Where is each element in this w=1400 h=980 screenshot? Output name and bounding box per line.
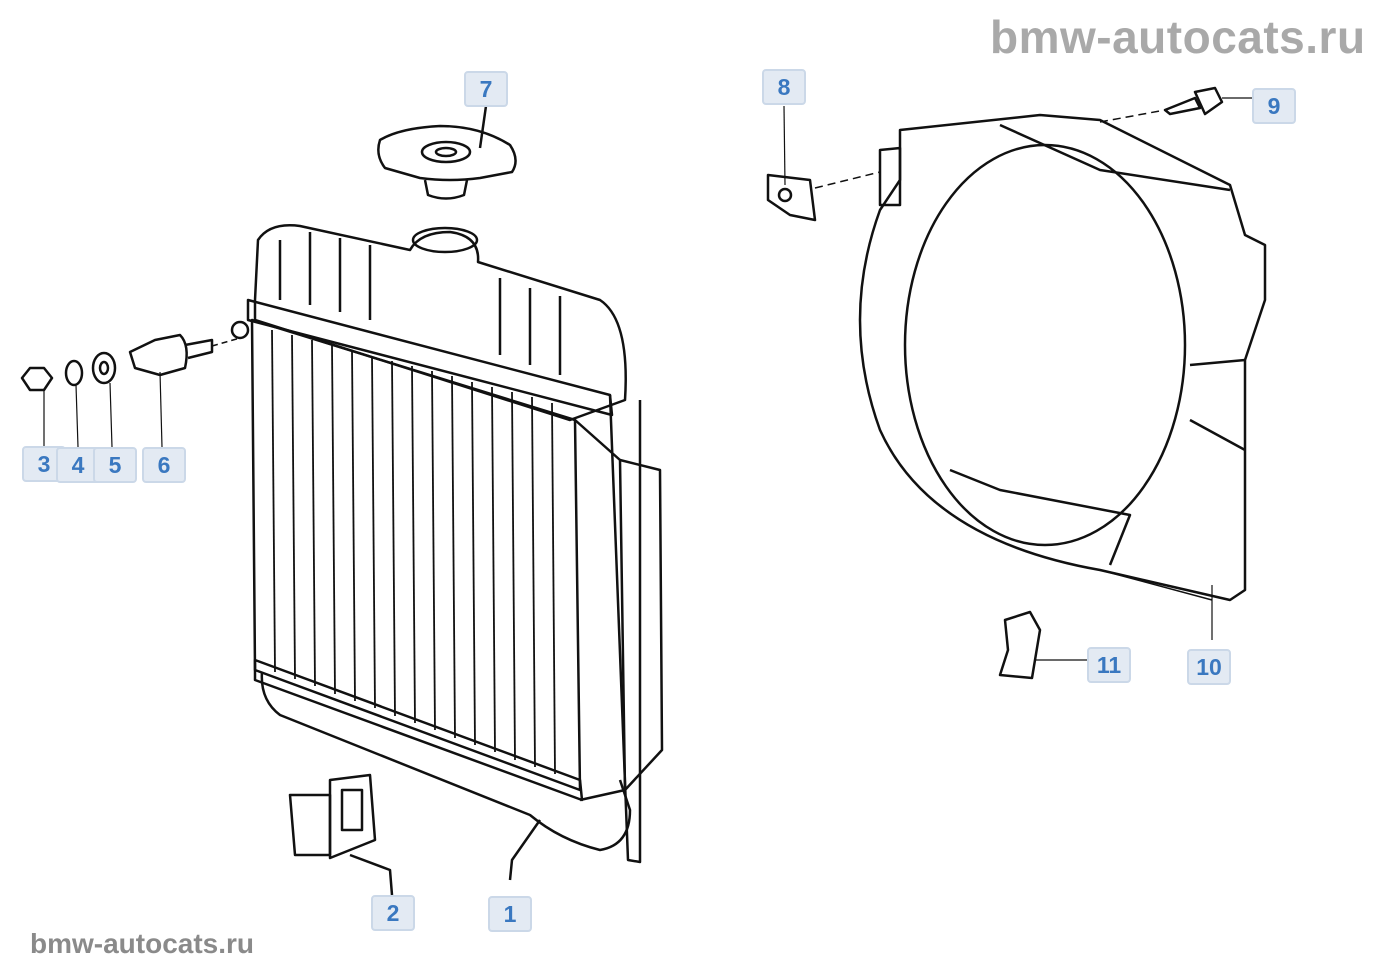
watermark-bottom: bmw-autocats.ru [30, 928, 255, 959]
callout-2[interactable]: 2 [371, 895, 415, 931]
screw [1099, 86, 1253, 123]
fan-shroud [858, 113, 1267, 640]
watermark-top: bmw-autocats.ru [990, 11, 1366, 63]
temperature-sensor-assembly [20, 333, 241, 448]
radiator [230, 224, 664, 881]
retaining-clip [998, 610, 1088, 680]
callout-7[interactable]: 7 [464, 71, 508, 107]
callout-5[interactable]: 5 [93, 447, 137, 483]
callout-6[interactable]: 6 [142, 447, 186, 483]
mounting-clip [288, 773, 394, 896]
callout-10[interactable]: 10 [1187, 649, 1231, 685]
speed-nut [766, 105, 881, 222]
radiator-cap [377, 105, 517, 200]
callout-9[interactable]: 9 [1252, 88, 1296, 124]
callout-11[interactable]: 11 [1087, 647, 1131, 683]
callout-1[interactable]: 1 [488, 896, 532, 932]
callout-8[interactable]: 8 [762, 69, 806, 105]
